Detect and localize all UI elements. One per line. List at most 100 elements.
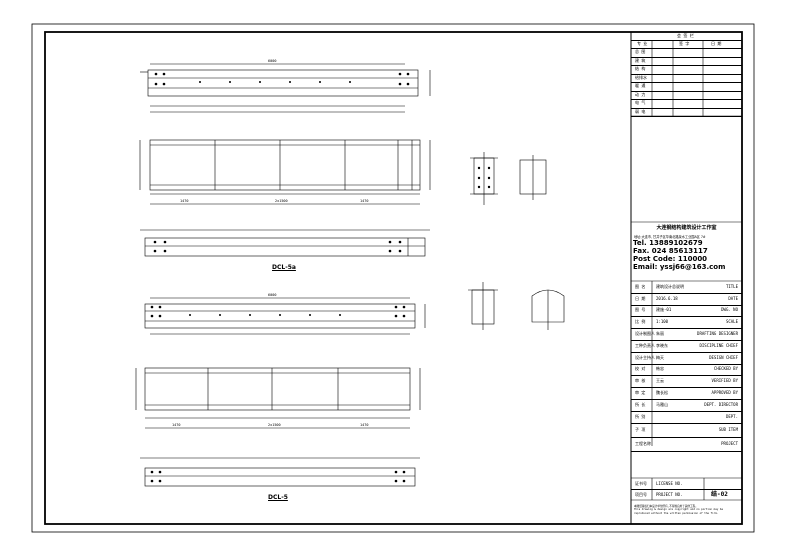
sign-columns-row: 专 业 签 字 日 期 [631,40,742,49]
info-value: 2016.6.18 [656,295,678,301]
info-value: 马雅山 [656,401,668,407]
info-value: 朱丽 [656,331,664,337]
beam-dcl-5-bolts [150,305,406,483]
firm-tel: Tel. 13889102679 [633,239,703,247]
info-en: APPROVED BY [711,390,739,396]
info-row: 工程名称 PROJECT [631,437,742,452]
sign-row-label: 弱 电 [635,108,646,114]
beam-dcl-5 [135,297,426,487]
info-en: TITLE [725,283,738,289]
info-en: DATE [728,295,738,301]
outer-frame [31,23,755,533]
sign-row-label: 总 图 [635,49,646,55]
license-en: LICENSE NO. [656,480,683,486]
info-label: 审 核 [635,378,646,384]
title-block-lines [631,40,742,501]
firm-fax: Fax. 024 85613117 [633,247,708,255]
sign-row-label: 暖 通 [635,83,646,89]
firm-address: 地址:大连市, 甘井子区华南北路泉水工业园A区 7# [634,235,706,239]
info-en: DEPT. DIRECTOR [704,401,738,407]
info-label: 图 名 [635,283,646,289]
info-row: 设计制图人朱丽 DRAFTING DESIGNER [631,328,742,341]
sign-row-label: 建 筑 [635,57,646,63]
info-label: 所 别 [635,413,646,419]
title-block: 会 签 栏 专 业 签 字 日 期 总 图 建 筑 结 构 给排水 暖 通 动 … [631,32,742,524]
info-label: 校 对 [635,366,646,372]
sheet-number: 结-02 [711,490,728,498]
info-label: 设计主持人 [635,354,655,360]
dim-mid-2: 2x1500 [268,423,281,427]
firm-email: Email: yssj66@163.com [633,263,726,271]
info-value: 魏长松 [656,390,668,396]
beam-label-dcl-5: DCL-5 [268,494,288,501]
sign-row-label: 给排水 [635,74,647,80]
firm-post-code: Post Code: 110000 [633,255,708,263]
info-row: 所 长 马雅山 DEPT. DIRECTOR [631,399,742,412]
firm-name: 大连钢结构建筑设计工作室 [656,225,717,231]
section-detail-2 [468,282,565,330]
info-value: 建筑设计总说明 [656,283,684,289]
info-label: 日 期 [635,295,646,301]
sign-row: 给排水 [631,74,742,83]
info-en: SUB ITEM [718,426,738,432]
info-en: DEPT. [725,413,738,419]
project-no-en: PROJECT NO. [656,491,683,497]
info-value: 韩忠 [656,366,664,372]
info-label: 所 长 [635,401,646,407]
info-row: 日 期 2016.6.18 DATE [631,293,742,306]
info-label: 设计制图人 [635,331,655,337]
dim-left-2: 1470 [172,423,180,427]
info-en: DRAFTING DESIGNER [697,331,738,337]
beam-dcl-5a-bolts [153,72,410,253]
sign-header: 会 签 栏 [677,33,694,38]
sign-row: 结 构 [631,65,742,75]
info-en: CHECKED BY [713,366,738,372]
info-row: 所 别 DEPT. [631,411,742,424]
info-value: 1:100 [656,319,669,325]
copyright-cn: 本图纸版权归本设计单位所有,不得擅自用于其他工程。 [634,505,698,508]
sign-row-label: 动 力 [635,91,646,97]
info-row: 审 核 王云 VERIFIED BY [631,375,742,389]
project-no-label: 项目号 [635,491,647,497]
sign-col-date: 日 期 [711,41,722,46]
info-value: 李晓东 [656,342,668,348]
sign-row: 总 图 [631,48,742,58]
info-label: 比 例 [635,319,646,325]
info-label: 工程名称 [635,440,651,446]
copyright-note: 本图纸版权归本设计单位所有,不得擅自用于其他工程。 This drawing &… [634,505,740,515]
sign-col-signature: 签 字 [679,41,690,46]
license-row: 证书号 LICENSE NO. [631,478,742,490]
sign-row-label: 电 气 [635,100,646,106]
info-en: PROJECT [721,440,738,446]
info-row: 图 名 建筑设计总说明 TITLE [631,281,742,294]
info-value: 王云 [656,378,664,384]
beam-dcl-5a [139,63,431,257]
info-en: SCALE [725,319,738,325]
info-en: VERIFIED BY [711,378,739,384]
sign-row: 暖 通 [631,82,742,92]
inner-frame [44,31,743,525]
info-label: 子 项 [635,426,646,432]
section-detail-1 [470,152,547,205]
info-label: 图 号 [635,307,646,313]
info-label: 工种负责人 [635,342,655,348]
dim-right-1: 1470 [360,199,368,203]
dim-right-2: 1470 [360,423,368,427]
info-row: 校 对 韩忠 CHECKED BY [631,364,742,377]
dim-total-2: 6000 [268,293,276,297]
license-label: 证书号 [635,480,647,486]
firm-info: 大连钢结构建筑设计工作室 地址:大连市, 甘井子区华南北路泉水工业园A区 7# … [632,224,741,271]
sign-row-label: 结 构 [635,66,646,72]
section-detail-1-bolts [477,166,491,189]
info-row: 比 例 1:100 SCALE [631,316,742,330]
sign-header-row: 会 签 栏 [631,32,742,41]
sign-row: 动 力 [631,91,742,100]
dimension-texts: 6000 1470 2x1500 1470 6000 1470 2x1500 1… [172,59,368,427]
beam-label-dcl-5a: DCL-5a [272,264,296,271]
info-value: 建施-01 [656,307,672,313]
